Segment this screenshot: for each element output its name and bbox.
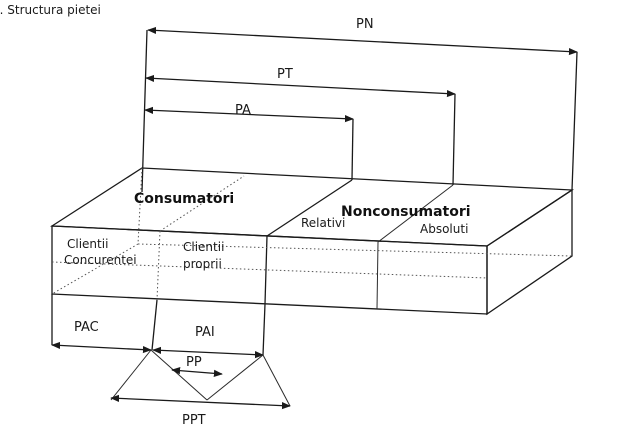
ppt-left-diagonal xyxy=(110,349,152,401)
box-front-face xyxy=(51,225,488,315)
pac-label: PAC xyxy=(74,320,99,335)
ppt-label: PPT xyxy=(182,413,206,428)
clients-divider xyxy=(156,230,161,301)
bottom-measures: PAC PAI PP PPT xyxy=(51,294,291,428)
pn-label: PN xyxy=(356,17,374,32)
relativi-label: Relativi xyxy=(301,216,345,230)
absoluti-label: Absoluti xyxy=(420,222,468,236)
top-divider-main xyxy=(266,179,353,237)
pa-right-line xyxy=(351,118,354,181)
ppt-right-diagonal xyxy=(262,354,291,407)
pai-arrow xyxy=(152,346,264,359)
clients-divider-top xyxy=(159,175,245,232)
pai-label: PAI xyxy=(195,325,215,340)
pac-right-line xyxy=(151,299,158,351)
front-divider-nonconsumers xyxy=(376,241,379,310)
market-box: Consumatori Nonconsumatori Relativi Abso… xyxy=(49,167,575,316)
pt-right-line xyxy=(452,93,456,186)
hidden-bottom-edge-left xyxy=(51,243,139,295)
top-divider-nonconsumers xyxy=(377,184,454,243)
pp-label: PP xyxy=(186,355,202,370)
ppt-arrow xyxy=(110,394,291,410)
pt-arrow xyxy=(145,74,456,98)
clienti-concurentei-line2: Concurentei xyxy=(64,253,137,267)
pai-right-line xyxy=(262,303,266,356)
pp-arrow xyxy=(171,367,223,377)
pa-label: PA xyxy=(235,103,251,118)
front-mid-dotted xyxy=(51,261,488,279)
pp-right-diagonal xyxy=(206,354,264,401)
hidden-bottom-edge-back xyxy=(137,243,573,257)
clienti-proprii-line2: proprii xyxy=(183,257,222,271)
pn-arrow xyxy=(147,26,578,56)
consumatori-label: Consumatori xyxy=(134,191,234,207)
nonconsumatori-label: Nonconsumatori xyxy=(341,204,471,220)
hidden-vertical-edge xyxy=(137,167,143,245)
pt-label: PT xyxy=(277,67,293,82)
clienti-proprii-line1: Clientii xyxy=(183,240,224,254)
pa-arrow xyxy=(144,106,354,123)
figure-caption: 1. Structura pietei xyxy=(0,3,101,17)
top-measures: PN PT PA xyxy=(141,17,578,193)
pn-right-line xyxy=(571,51,578,191)
box-side-face xyxy=(486,188,573,316)
pac-arrow xyxy=(51,341,152,354)
clienti-concurentei-line1: Clientii xyxy=(67,237,108,251)
